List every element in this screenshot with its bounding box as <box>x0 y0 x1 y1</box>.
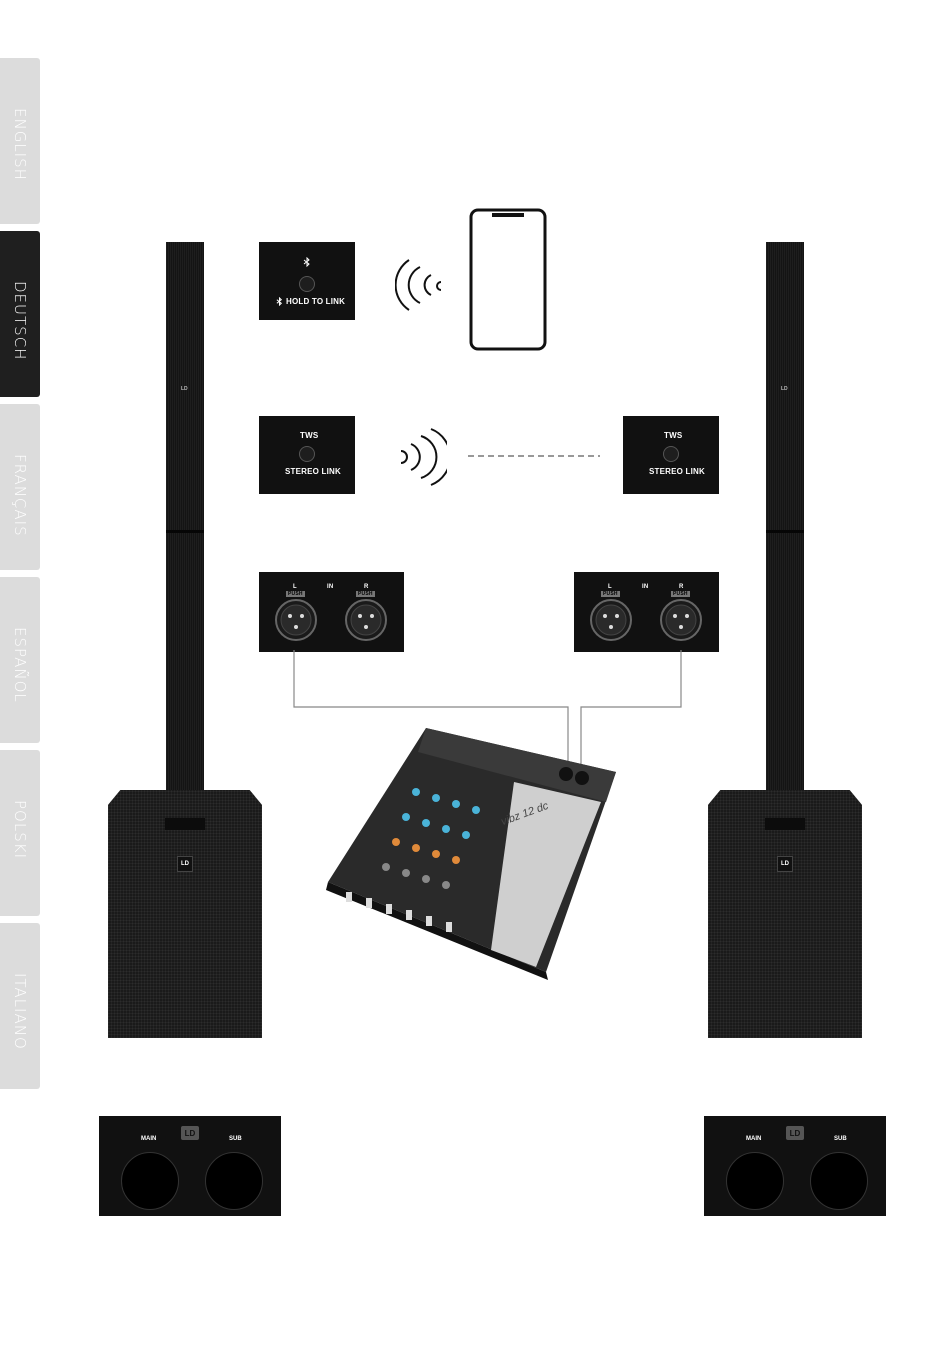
main-volume-knob[interactable] <box>121 1152 179 1210</box>
sub-label: SUB <box>229 1136 242 1142</box>
knob-panel-right: LD MAIN SUB <box>704 1116 886 1216</box>
sub-label: SUB <box>834 1136 847 1142</box>
main-volume-knob[interactable] <box>726 1152 784 1210</box>
mixer-illustration <box>326 722 622 982</box>
sub-volume-knob[interactable] <box>810 1152 868 1210</box>
ld-logo: LD <box>181 1126 199 1140</box>
ld-logo: LD <box>786 1126 804 1140</box>
main-label: MAIN <box>746 1136 761 1142</box>
sub-volume-knob[interactable] <box>205 1152 263 1210</box>
main-label: MAIN <box>141 1136 156 1142</box>
knob-panel-left: LD MAIN SUB <box>99 1116 281 1216</box>
